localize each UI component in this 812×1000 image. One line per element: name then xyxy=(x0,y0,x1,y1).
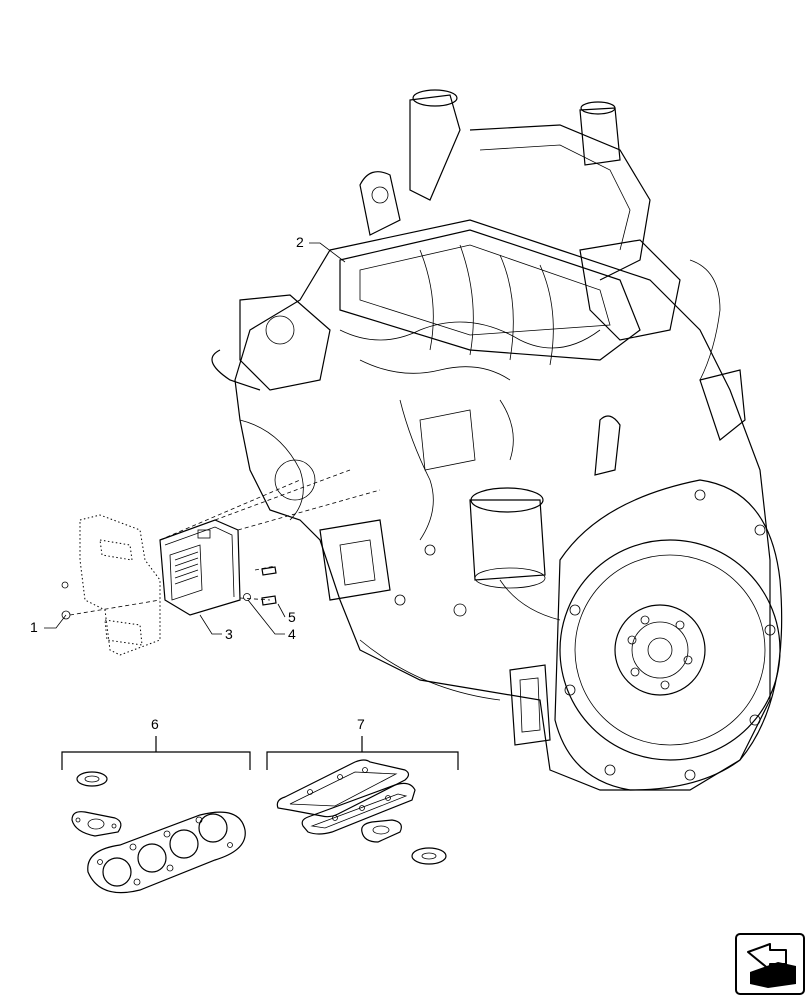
callout-2: 2 xyxy=(296,234,346,263)
callout-number-3: 3 xyxy=(225,626,233,642)
callout-1: 1 xyxy=(30,614,67,635)
engine-assembly xyxy=(211,89,783,791)
callout-number-6: 6 xyxy=(151,716,159,732)
view-direction-arrow-icon[interactable] xyxy=(735,933,805,995)
gasket-kit-6 xyxy=(61,736,251,894)
callout-3: 3 xyxy=(199,614,233,642)
callout-number-5: 5 xyxy=(288,609,296,625)
callout-number-1: 1 xyxy=(30,619,38,635)
callout-4: 4 xyxy=(247,599,296,642)
ecu-assembly xyxy=(61,469,381,656)
callout-5: 5 xyxy=(277,603,296,625)
callout-number-4: 4 xyxy=(288,626,296,642)
callout-number-2: 2 xyxy=(296,234,304,250)
gasket-kit-7 xyxy=(266,736,459,865)
callout-6: 6 xyxy=(151,716,159,732)
callout-7: 7 xyxy=(357,716,365,732)
callout-number-7: 7 xyxy=(357,716,365,732)
